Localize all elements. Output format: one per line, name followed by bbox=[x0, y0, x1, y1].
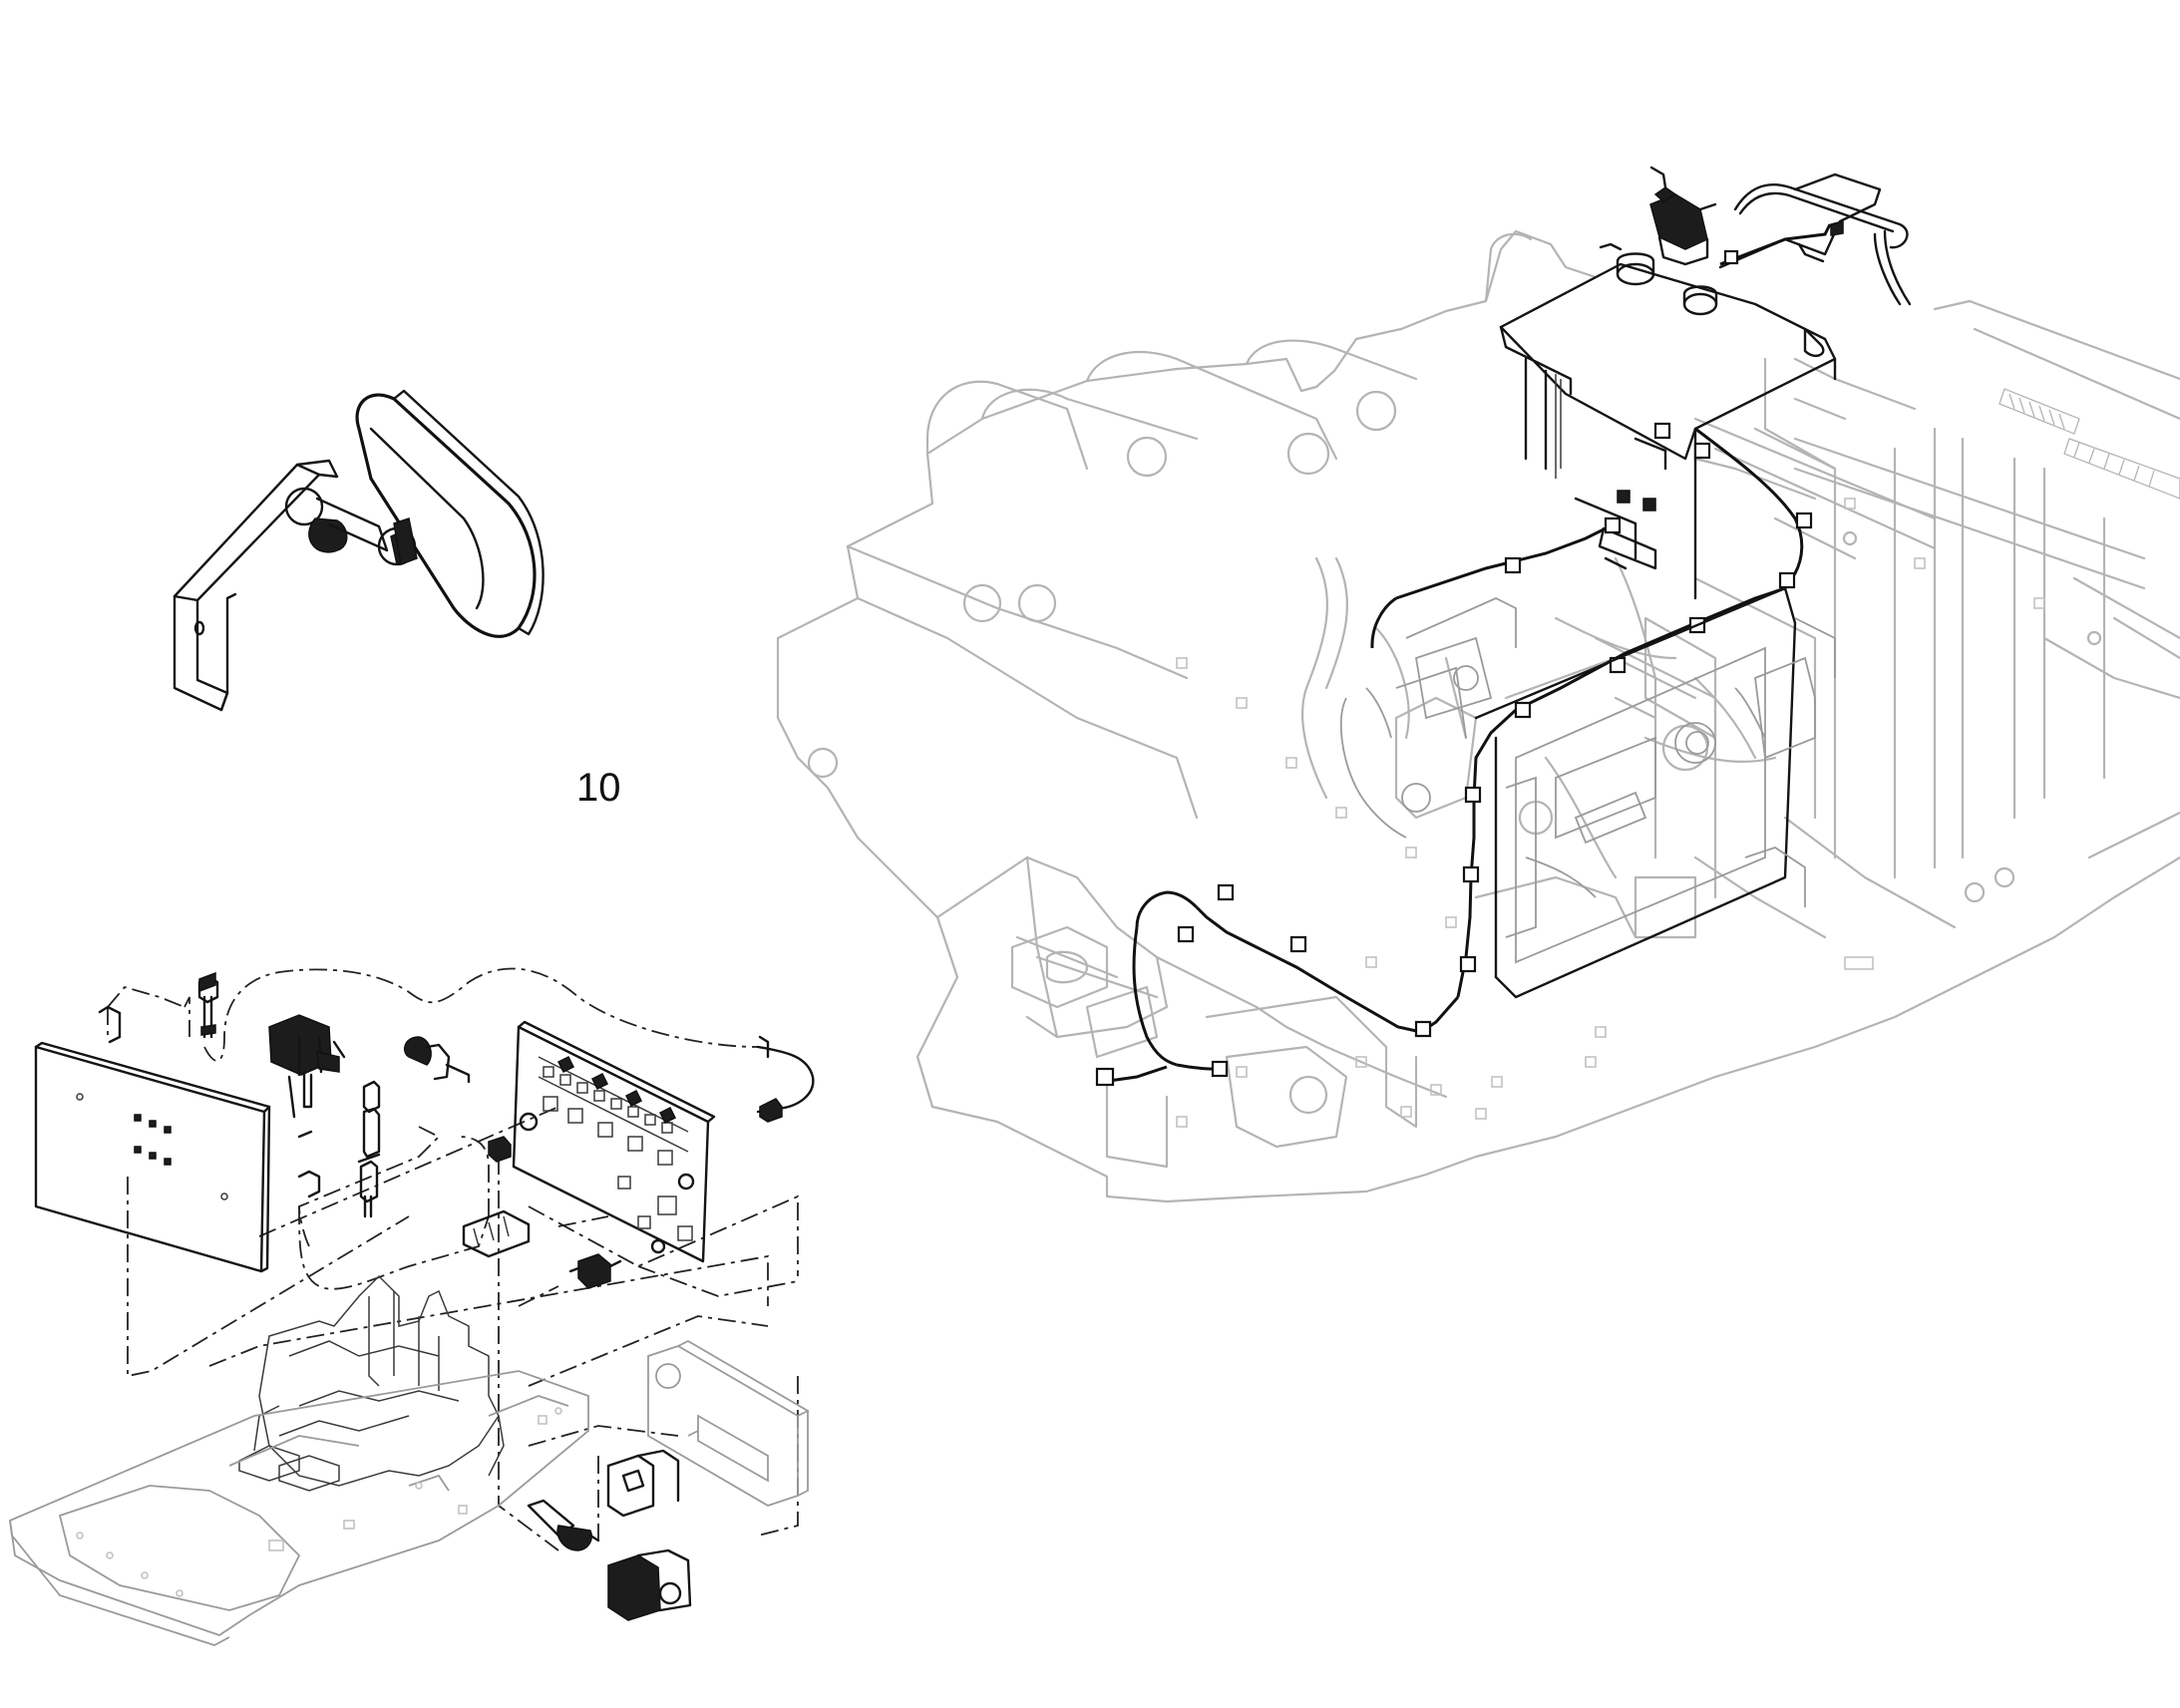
item-number-callout: 10 bbox=[576, 766, 621, 810]
operator-console-icon bbox=[9, 967, 815, 1646]
display-monitor-icon bbox=[173, 389, 545, 712]
harness-clip-icon bbox=[1095, 249, 1813, 1087]
machine-frame-icon bbox=[776, 229, 2180, 1203]
control-valve-icon bbox=[1339, 586, 1836, 999]
wiring-harness-icon bbox=[1095, 249, 1813, 1087]
tank-assembly-icon bbox=[1499, 166, 1912, 600]
